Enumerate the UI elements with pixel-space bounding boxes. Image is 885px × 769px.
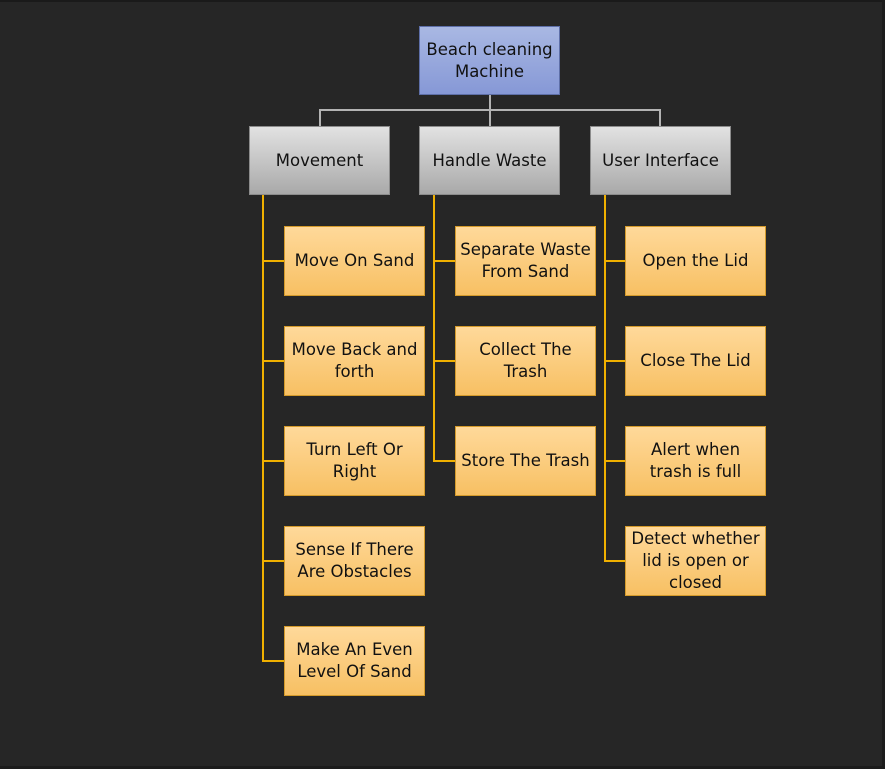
leaf-node-move-back-and-forth[interactable]: Move Back and forth [284, 326, 425, 396]
leaf-node-separate-waste[interactable]: Separate Waste From Sand [455, 226, 596, 296]
leaf-node-alert-trash-full[interactable]: Alert when trash is full [625, 426, 766, 496]
leaf-node-turn-left-or-right[interactable]: Turn Left Or Right [284, 426, 425, 496]
window-top-edge [0, 0, 885, 2]
leaf-node-store-trash[interactable]: Store The Trash [455, 426, 596, 496]
leaf-label: Sense If There Are Obstacles [295, 540, 414, 581]
category-node-handle-waste[interactable]: Handle Waste [419, 126, 560, 195]
leaf-label: Close The Lid [640, 351, 751, 370]
leaf-label: Alert when trash is full [649, 440, 742, 481]
leaf-label: Collect The Trash [479, 340, 572, 381]
window-right-edge [882, 0, 885, 769]
root-node[interactable]: Beach cleaning Machine [419, 26, 560, 95]
leaf-label: Move On Sand [294, 251, 415, 270]
leaf-label: Move Back and forth [291, 340, 418, 381]
category-node-user-interface[interactable]: User Interface [590, 126, 731, 195]
leaf-node-detect-lid-state[interactable]: Detect whether lid is open or closed [625, 526, 766, 596]
category-label: Handle Waste [432, 150, 547, 170]
window-bottom-edge [0, 766, 885, 769]
leaf-label: Detect whether lid is open or closed [631, 529, 760, 592]
leaf-label: Store The Trash [461, 451, 590, 470]
leaf-node-open-lid[interactable]: Open the Lid [625, 226, 766, 296]
leaf-label: Separate Waste From Sand [460, 240, 591, 281]
root-node-label: Beach cleaning Machine [426, 39, 553, 81]
leaf-node-even-level-sand[interactable]: Make An Even Level Of Sand [284, 626, 425, 696]
leaf-label: Open the Lid [642, 251, 749, 270]
category-label: Movement [275, 150, 364, 170]
leaf-node-move-on-sand[interactable]: Move On Sand [284, 226, 425, 296]
leaf-label: Turn Left Or Right [306, 440, 403, 481]
leaf-node-close-lid[interactable]: Close The Lid [625, 326, 766, 396]
category-label: User Interface [602, 150, 719, 170]
leaf-node-collect-trash[interactable]: Collect The Trash [455, 326, 596, 396]
leaf-node-sense-obstacles[interactable]: Sense If There Are Obstacles [284, 526, 425, 596]
leaf-label: Make An Even Level Of Sand [296, 640, 413, 681]
category-node-movement[interactable]: Movement [249, 126, 390, 195]
